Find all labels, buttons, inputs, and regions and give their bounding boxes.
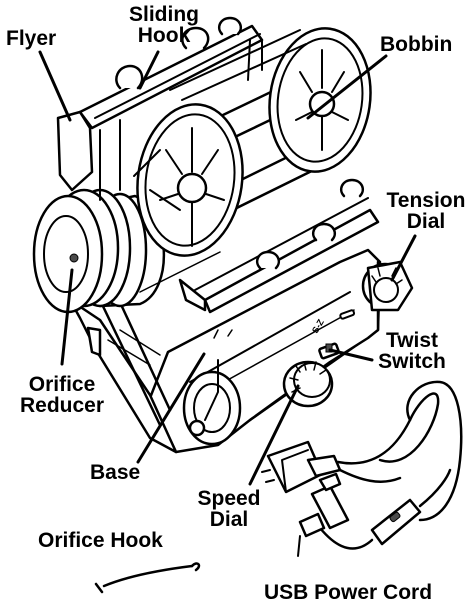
label-base: Base	[90, 461, 141, 484]
label-speed-dial-line2: Dial	[209, 508, 249, 531]
bobbin-drawing	[133, 27, 372, 257]
label-orifice-hook: Orifice Hook	[38, 529, 163, 552]
label-speed-dial: Speed Dial	[184, 488, 274, 530]
label-orifice-reducer-line2: Reducer	[19, 394, 105, 417]
label-flyer: Flyer	[6, 27, 57, 50]
label-sliding-hook-line2: Hook	[137, 24, 191, 47]
orifice-reducer-drawing	[32, 185, 233, 454]
label-orifice-reducer-line1: Orifice	[28, 373, 96, 396]
label-twist-switch: Twist Switch	[364, 330, 460, 372]
label-usb-power-cord: USB Power Cord	[264, 581, 433, 604]
label-tension-dial: Tension Dial	[380, 190, 472, 232]
speed-dial-drawing	[282, 360, 334, 408]
flyer-drawing	[56, 16, 380, 314]
label-twist-switch-line2: Switch	[378, 350, 446, 373]
label-speed-dial-line1: Speed	[197, 487, 261, 510]
label-sliding-hook-line1: Sliding	[129, 3, 199, 26]
orifice-hook-drawing	[94, 562, 201, 594]
base-body	[148, 248, 382, 454]
leader-lines	[38, 50, 417, 486]
tension-dial-drawing	[361, 260, 414, 312]
label-tension-dial-line2: Dial	[406, 210, 446, 233]
label-bobbin: Bobbin	[380, 33, 453, 56]
label-tension-dial-line1: Tension	[386, 189, 466, 212]
label-orifice-reducer: Orifice Reducer	[6, 374, 118, 416]
label-sliding-hook: Sliding Hook	[112, 4, 216, 46]
usb-power-cord-drawing	[261, 380, 463, 557]
label-twist-switch-line1: Twist	[385, 329, 439, 352]
